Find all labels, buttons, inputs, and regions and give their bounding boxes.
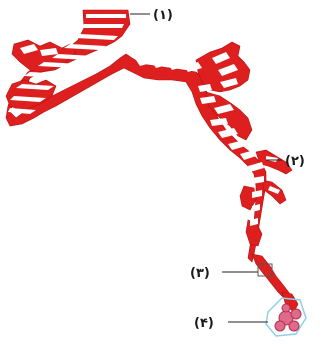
label-2: (۲) <box>285 154 305 169</box>
airway-tree <box>6 10 298 312</box>
alveolar-sac <box>266 298 306 336</box>
label-1: (۱) <box>153 8 173 23</box>
label-4: (۴) <box>194 316 214 331</box>
label-3: (۳) <box>190 266 210 281</box>
